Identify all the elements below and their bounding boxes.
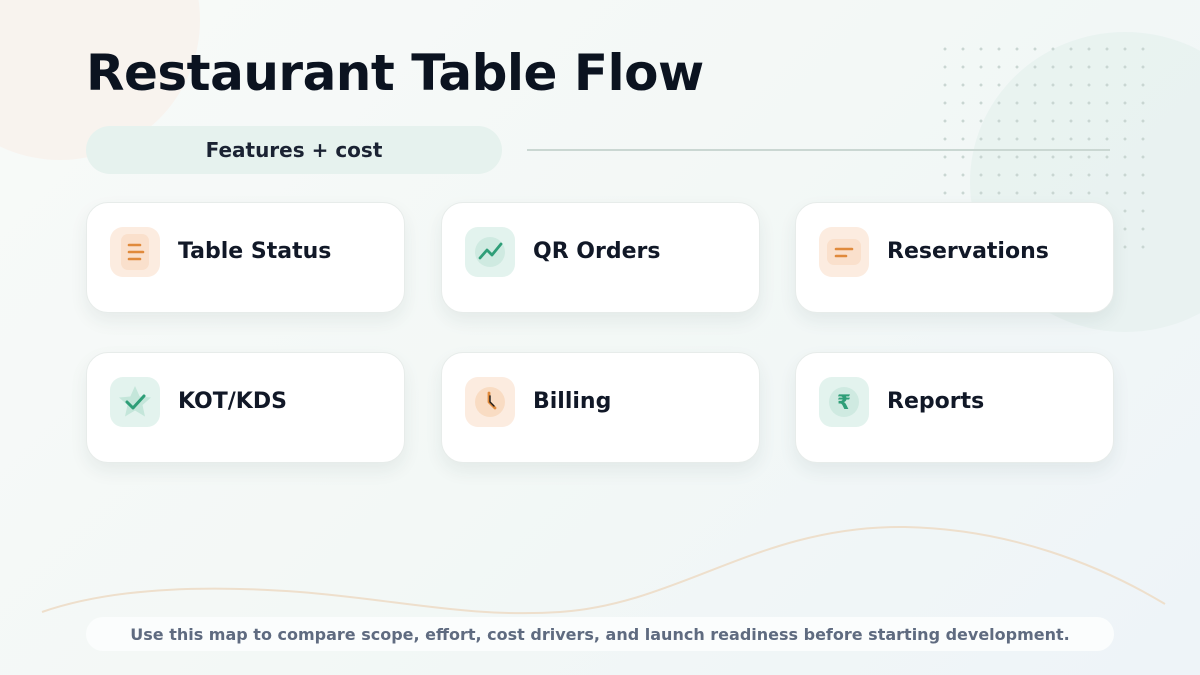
- message-lines-icon: [819, 227, 869, 277]
- feature-card-qr-orders[interactable]: QR Orders: [441, 202, 760, 313]
- rupee-icon: ₹: [819, 377, 869, 427]
- feature-card-billing[interactable]: Billing: [441, 352, 760, 463]
- feature-card-kot-kds[interactable]: KOT/KDS: [86, 352, 405, 463]
- section-subtitle: Features + cost: [205, 138, 383, 162]
- feature-label: KOT/KDS: [178, 389, 287, 414]
- clock-icon: [465, 377, 515, 427]
- feature-label: Reports: [887, 389, 985, 414]
- feature-label: QR Orders: [533, 239, 661, 264]
- feature-card-reports[interactable]: ₹ Reports: [795, 352, 1114, 463]
- divider-line: [527, 149, 1110, 151]
- trend-line-icon: [465, 227, 515, 277]
- footer-note: Use this map to compare scope, effort, c…: [130, 624, 1070, 644]
- feature-label: Reservations: [887, 239, 1049, 264]
- footer-note-pill: Use this map to compare scope, effort, c…: [86, 617, 1114, 651]
- feature-card-table-status[interactable]: Table Status: [86, 202, 405, 313]
- decorative-wave: [41, 525, 1166, 615]
- section-subtitle-pill: Features + cost: [86, 126, 502, 174]
- star-check-icon: [110, 377, 160, 427]
- page-title: Restaurant Table Flow: [86, 44, 704, 102]
- feature-card-reservations[interactable]: Reservations: [795, 202, 1114, 313]
- document-lines-icon: [110, 227, 160, 277]
- feature-label: Billing: [533, 389, 612, 414]
- svg-text:₹: ₹: [837, 390, 851, 414]
- feature-label: Table Status: [178, 239, 332, 264]
